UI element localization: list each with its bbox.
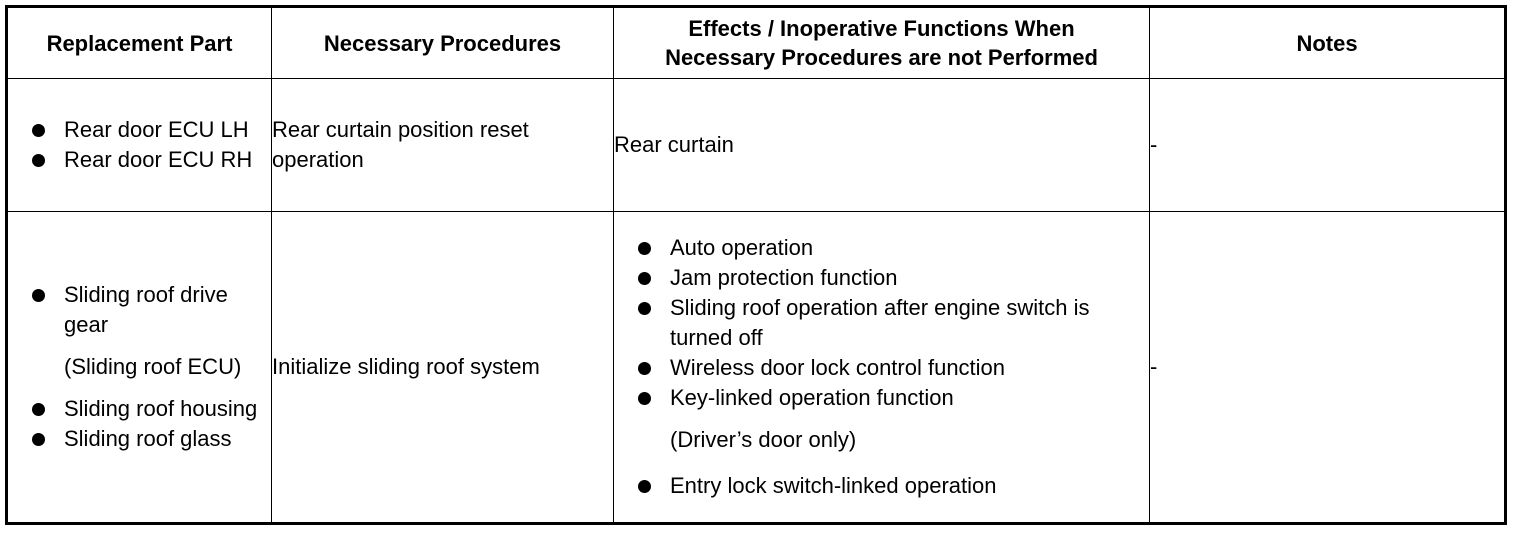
bullet-icon (638, 302, 651, 315)
bullet-icon (32, 124, 45, 137)
header-necessary-procedures: Necessary Procedures (271, 6, 614, 79)
list-item: Rear door ECU LH (8, 115, 271, 145)
cell-effects: Auto operation Jam protection function S… (613, 211, 1150, 524)
bullet-icon (638, 362, 651, 375)
cell-notes: - (1149, 211, 1506, 524)
bullet-icon (638, 480, 651, 493)
header-effects-line1: Effects / Inoperative Functions When (688, 16, 1075, 41)
header-effects: Effects / Inoperative Functions When Nec… (613, 6, 1150, 79)
bullet-icon (638, 272, 651, 285)
parts-list: Sliding roof drive gear (8, 280, 271, 340)
cell-replacement-part: Sliding roof drive gear (Sliding roof EC… (6, 211, 272, 524)
list-item: Entry lock switch-linked operation (614, 471, 1149, 501)
header-effects-line2: Necessary Procedures are not Performed (665, 45, 1098, 70)
list-item: Sliding roof glass (8, 424, 271, 454)
cell-replacement-part: Rear door ECU LH Rear door ECU RH (6, 78, 272, 212)
bullet-icon (638, 242, 651, 255)
list-item: Sliding roof drive gear (8, 280, 271, 340)
header-row: Replacement Part Necessary Procedures Ef… (6, 6, 1506, 79)
effects-note: (Driver’s door only) (670, 427, 857, 452)
list-item: Wireless door lock control function (614, 353, 1149, 383)
bullet-icon (32, 154, 45, 167)
parts-note: (Sliding roof ECU) (64, 354, 242, 379)
table-row: Rear door ECU LH Rear door ECU RH Rear c… (6, 78, 1506, 212)
effects-list: Auto operation Jam protection function S… (614, 233, 1149, 413)
parts-list: Sliding roof housing Sliding roof glass (8, 394, 271, 454)
list-item: Sliding roof housing (8, 394, 271, 424)
bullet-icon (638, 392, 651, 405)
list-item: Sliding roof operation after engine swit… (614, 293, 1149, 353)
bullet-icon (32, 289, 45, 302)
effects-list: Entry lock switch-linked operation (614, 471, 1149, 501)
bullet-icon (32, 433, 45, 446)
table-row: Sliding roof drive gear (Sliding roof EC… (6, 211, 1506, 524)
bullet-icon (32, 403, 45, 416)
procedure-table: Replacement Part Necessary Procedures Ef… (5, 5, 1507, 525)
header-notes: Notes (1149, 6, 1506, 79)
cell-notes: - (1149, 78, 1506, 212)
list-item: Auto operation (614, 233, 1149, 263)
cell-procedure: Initialize sliding roof system (271, 211, 614, 524)
list-item: Key-linked operation function (614, 383, 1149, 413)
list-item: Jam protection function (614, 263, 1149, 293)
cell-effects: Rear curtain (613, 78, 1150, 212)
parts-list: Rear door ECU LH Rear door ECU RH (8, 115, 271, 175)
list-item: Rear door ECU RH (8, 145, 271, 175)
header-replacement-part: Replacement Part (6, 6, 272, 79)
cell-procedure: Rear curtain position reset operation (271, 78, 614, 212)
